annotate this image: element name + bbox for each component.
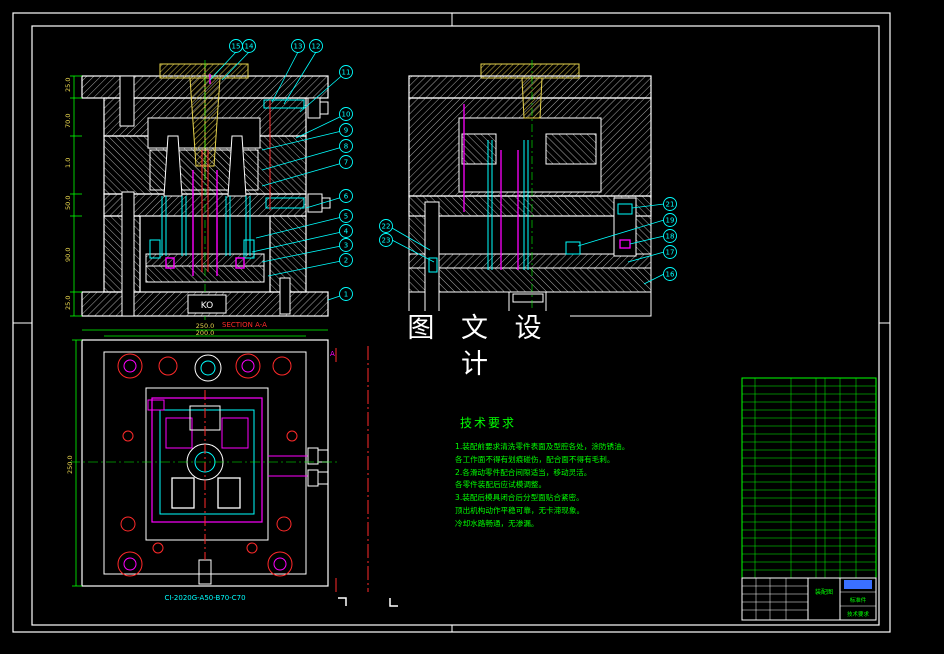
dim-3: 1.0 — [64, 158, 72, 168]
balloon-side-16-label: 16 — [666, 271, 675, 279]
balloon-side-21-label: 21 — [666, 201, 675, 209]
tech-line-5: 3.装配后模具闭合后分型面贴合紧密。 — [455, 493, 584, 503]
dim-5: 90.0 — [64, 248, 72, 262]
balloon-main-5 — [339, 209, 353, 223]
dim-top-inner: 200.0 — [196, 329, 215, 337]
balloon-main-5-label: 5 — [344, 213, 348, 221]
balloon-side-19-label: 19 — [666, 217, 675, 225]
balloon-side-19 — [663, 213, 677, 227]
balloon-side-21 — [663, 197, 677, 211]
section-label: SECTION A-A — [222, 321, 267, 329]
balloon-main-4-label: 4 — [344, 228, 349, 236]
balloon-side-23-label: 23 — [382, 237, 391, 245]
balloon-main-11 — [339, 65, 353, 79]
title-block-label-right-1: 标准件 — [850, 596, 867, 604]
title-block-label-right-2: 技术要求 — [847, 610, 870, 618]
balloon-main-2-label: 2 — [344, 257, 348, 265]
title-block-label-mid: 装配图 — [815, 588, 833, 596]
balloon-main-15-label: 15 — [232, 43, 241, 51]
vertical-dimension-chain — [70, 75, 82, 317]
balloon-main-3 — [339, 238, 353, 252]
ko-box — [187, 294, 227, 314]
balloon-main-3-label: 3 — [344, 242, 348, 250]
dim-2: 70.0 — [64, 114, 72, 128]
balloon-side-22-label: 22 — [382, 223, 391, 231]
balloon-main-4 — [339, 224, 353, 238]
ko-label: KO — [201, 301, 214, 311]
balloon-main-12-label: 12 — [312, 43, 321, 51]
title-block: 装配图 标准件 技术要求 — [741, 577, 877, 621]
balloon-main-14 — [242, 39, 256, 53]
side-section-view: 22 23 21 19 18 17 16 — [379, 60, 677, 320]
plan-view: 250.0 200.0 250.0 CI-2020G-A50-B70-C70 A — [66, 322, 398, 607]
balloon-main-13 — [291, 39, 305, 53]
balloon-main-11-label: 11 — [342, 69, 351, 77]
balloon-main-1 — [339, 287, 353, 301]
tech-line-4: 各零件装配后应试模调整。 — [455, 480, 547, 490]
bom-table — [741, 377, 877, 579]
balloon-main-8-label: 8 — [344, 143, 348, 151]
drawing-frame — [12, 12, 891, 633]
dim-top-outer: 250.0 — [196, 322, 215, 330]
balloon-main-6 — [339, 189, 353, 203]
tech-line-3: 2.各滑动零件配合间隙适当，移动灵活。 — [455, 467, 592, 477]
balloon-side-16 — [663, 267, 677, 281]
balloon-main-7 — [339, 155, 353, 169]
section-arrow-a: A — [330, 350, 335, 358]
tech-line-2: 各工作面不得有划痕碰伤，配合面不得有毛刺。 — [455, 454, 615, 464]
balloon-side-17-label: 17 — [666, 249, 675, 257]
balloon-side-18 — [663, 229, 677, 243]
dim-1: 25.0 — [64, 78, 72, 92]
technical-requirements-title: 技术要求 — [460, 416, 517, 430]
tech-line-1: 1.装配前要求清洗零件表面及型腔各处，涂防锈油。 — [455, 442, 630, 451]
tech-line-7: 冷却水路畅通，无渗漏。 — [455, 518, 539, 528]
tech-line-6: 顶出机构动作平稳可靠，无卡滞现象。 — [455, 505, 585, 515]
dim-6: 25.0 — [64, 296, 72, 310]
balloon-side-22 — [379, 219, 393, 233]
balloon-main-10 — [339, 107, 353, 121]
balloon-main-10-label: 10 — [342, 111, 351, 119]
mold-base-code: CI-2020G-A50-B70-C70 — [164, 594, 245, 602]
balloon-side-23 — [379, 233, 393, 247]
balloon-main-13-label: 13 — [294, 43, 303, 51]
balloon-main-12 — [309, 39, 323, 53]
balloon-main-2 — [339, 253, 353, 267]
balloon-side-17 — [663, 245, 677, 259]
balloon-main-9-label: 9 — [344, 127, 348, 135]
balloon-main-14-label: 14 — [245, 43, 254, 51]
balloon-main-9 — [339, 123, 353, 137]
watermark: 图 文 设 计 — [388, 311, 570, 380]
balloon-main-1-label: 1 — [344, 291, 348, 299]
balloon-main-6-label: 6 — [344, 193, 349, 201]
balloon-main-8 — [339, 139, 353, 153]
main-section-view: KO SECTION A-A 25.0 70.0 1.0 50.0 90.0 2… — [64, 60, 331, 329]
balloons-main: 15 14 13 12 11 10 9 8 7 6 5 4 3 2 1 — [209, 39, 353, 301]
technical-requirements: 技术要求 1.装配前要求清洗零件表面及型腔各处，涂防锈油。 各工作面不得有划痕碰… — [455, 414, 629, 531]
balloon-main-7-label: 7 — [344, 159, 348, 167]
dim-4: 50.0 — [64, 196, 72, 210]
balloon-side-18-label: 18 — [666, 233, 675, 241]
dim-left: 250.0 — [66, 455, 74, 474]
